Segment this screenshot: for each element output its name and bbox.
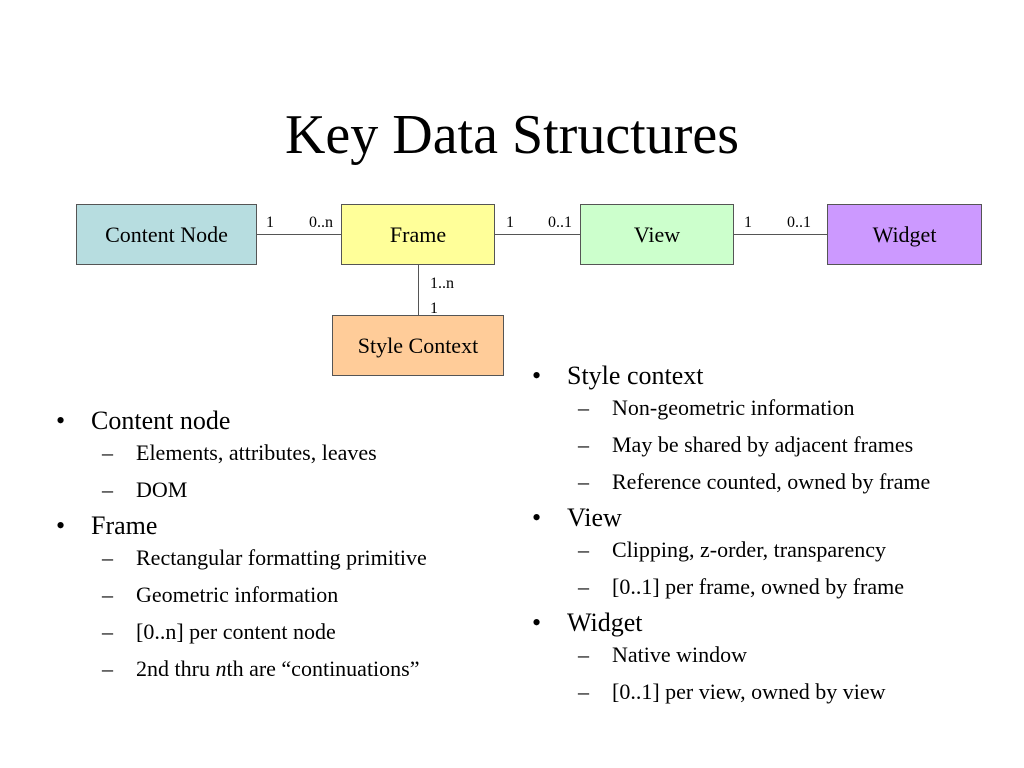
sub-bullet-item: –2nd thru nth are “continuations” [91,656,506,682]
bullet-text: View [567,503,622,532]
dash-icon: – [102,656,113,681]
multiplicity-frame-view-left: 1 [506,214,514,231]
bullet-text: Style context [567,361,704,390]
style-context-box: Style Context [332,315,504,376]
dash-icon: – [578,679,589,704]
bullet-icon: • [56,406,66,435]
multiplicity-frame-style-bottom: 1 [430,300,438,317]
sub-bullet-item: –Elements, attributes, leaves [91,440,506,466]
bullet-item: • Content node –Elements, attributes, le… [56,406,506,503]
bullet-icon: • [56,511,66,540]
content-node-box: Content Node [76,204,257,265]
sub-bullet-list: –Non-geometric information –May be share… [567,395,1012,495]
view-box: View [580,204,734,265]
dash-icon: – [578,395,589,420]
continuation-suffix: th are “continuations” [226,656,420,681]
multiplicity-frame-style-top: 1..n [430,275,454,292]
sub-bullet-text: Elements, attributes, leaves [136,440,377,465]
bullet-text: Frame [91,511,158,540]
sub-bullet-text: Non-geometric information [612,395,855,420]
sub-bullet-item: –[0..n] per content node [91,619,506,645]
sub-bullet-list: –Native window –[0..1] per view, owned b… [567,642,1012,705]
bullet-item: • Style context –Non-geometric informati… [532,361,1012,495]
multiplicity-view-widget-left: 1 [744,214,752,231]
sub-bullet-text: Clipping, z-order, transparency [612,537,887,562]
sub-bullet-item: –DOM [91,477,506,503]
dash-icon: – [578,537,589,562]
sub-bullet-text: DOM [136,477,188,502]
sub-bullet-item: –Clipping, z-order, transparency [567,537,1012,563]
sub-bullet-item: –Rectangular formatting primitive [91,545,506,571]
sub-bullet-list: –Rectangular formatting primitive –Geome… [91,545,506,682]
dash-icon: – [578,642,589,667]
frame-box: Frame [341,204,495,265]
continuation-prefix: 2nd thru [136,656,216,681]
multiplicity-frame-view-right: 0..1 [548,214,572,231]
sub-bullet-item: –Geometric information [91,582,506,608]
sub-bullet-item: –Reference counted, owned by frame [567,469,1012,495]
bullet-icon: • [532,503,542,532]
sub-bullet-item: –May be shared by adjacent frames [567,432,1012,458]
connector-frame-view [495,234,580,235]
connector-content-frame [257,234,341,235]
dash-icon: – [578,432,589,457]
bullet-icon: • [532,361,542,390]
sub-bullet-item: –[0..1] per view, owned by view [567,679,1012,705]
widget-box: Widget [827,204,982,265]
dash-icon: – [578,574,589,599]
dash-icon: – [102,440,113,465]
continuation-italic: n [215,656,227,681]
bullet-text: Widget [567,608,643,637]
sub-bullet-text: [0..n] per content node [136,619,336,644]
connector-view-widget [734,234,827,235]
sub-bullet-text: Rectangular formatting primitive [136,545,427,570]
data-structure-diagram: Content Node Frame View Widget Style Con… [76,204,982,376]
bullet-list-right: • Style context –Non-geometric informati… [532,361,1012,705]
sub-bullet-text: [0..1] per frame, owned by frame [612,574,904,599]
dash-icon: – [102,545,113,570]
bullet-item: • Widget –Native window –[0..1] per view… [532,608,1012,705]
multiplicity-view-widget-right: 0..1 [787,214,811,231]
multiplicity-content-frame-left: 1 [266,214,274,231]
sub-bullet-text: May be shared by adjacent frames [612,432,914,457]
bullet-text: Content node [91,406,231,435]
multiplicity-content-frame-right: 0..n [309,214,333,231]
dash-icon: – [102,619,113,644]
bullet-item: • View –Clipping, z-order, transparency … [532,503,1012,600]
dash-icon: – [578,469,589,494]
sub-bullet-text: [0..1] per view, owned by view [612,679,886,704]
sub-bullet-list: –Elements, attributes, leaves –DOM [91,440,506,503]
dash-icon: – [102,477,113,502]
bullet-list-left: • Content node –Elements, attributes, le… [56,406,506,682]
sub-bullet-item: –Non-geometric information [567,395,1012,421]
sub-bullet-text: Geometric information [136,582,339,607]
connector-frame-style [418,265,419,315]
slide-title: Key Data Structures [284,104,740,166]
bullet-item: • Frame –Rectangular formatting primitiv… [56,511,506,682]
sub-bullet-text: Reference counted, owned by frame [612,469,931,494]
bullet-icon: • [532,608,542,637]
sub-bullet-item: –[0..1] per frame, owned by frame [567,574,1012,600]
sub-bullet-item: –Native window [567,642,1012,668]
dash-icon: – [102,582,113,607]
sub-bullet-list: –Clipping, z-order, transparency –[0..1]… [567,537,1012,600]
sub-bullet-text: Native window [612,642,748,667]
